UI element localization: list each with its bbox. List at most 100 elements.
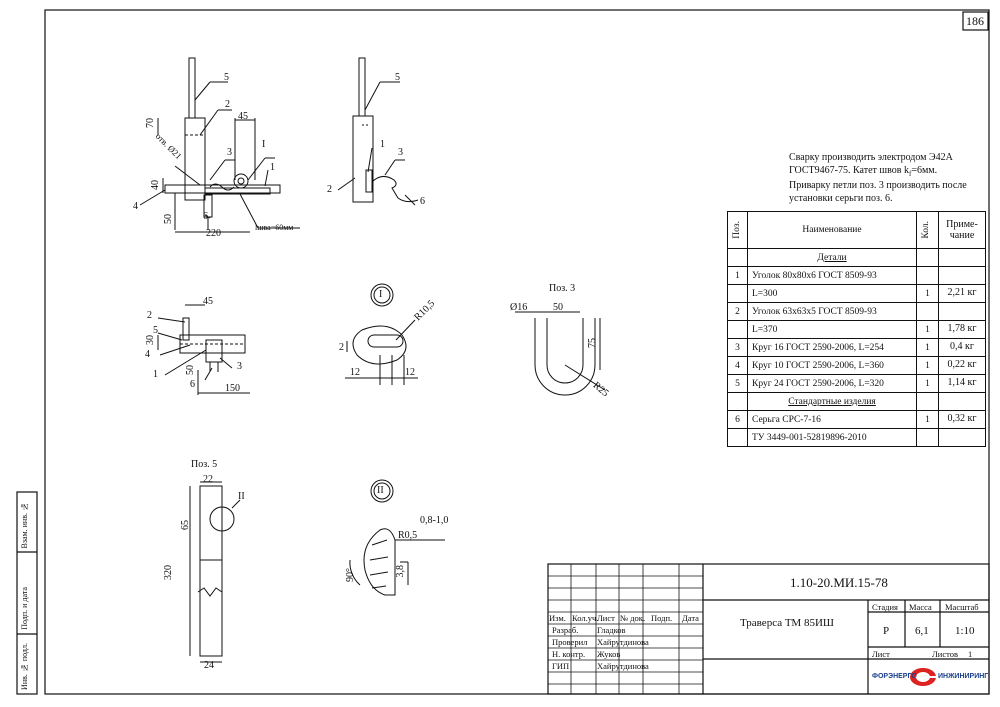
tb-col-header: Подп. xyxy=(651,613,673,623)
part-pos: 4 xyxy=(727,356,748,375)
pos3-drawing xyxy=(515,311,606,396)
v1-pos6: 6 xyxy=(203,211,208,222)
tb-role-label: Разраб. xyxy=(552,625,579,635)
spec-header-row: Поз. Наименование Кол. Приме- чание xyxy=(727,211,986,249)
pos5-dim-24: 24 xyxy=(204,660,214,671)
part-name: L=300 xyxy=(747,284,917,303)
view-assembly-top xyxy=(157,304,250,395)
part-qty: 1 xyxy=(916,284,939,303)
part-note: 2,21 кг xyxy=(938,284,986,303)
pos5-title: Поз. 5 xyxy=(191,459,218,470)
v3-pos5: 5 xyxy=(153,325,158,336)
v2-pos5: 5 xyxy=(395,72,400,83)
part-name: Уголок 80х80х6 ГОСТ 8509-93 xyxy=(747,266,917,285)
weld-length: lшвa=60мм xyxy=(255,223,294,232)
v2-pos3: 3 xyxy=(398,147,403,158)
dim-30: 30 xyxy=(145,335,156,345)
part-pos: 3 xyxy=(727,338,748,357)
section-parts-row: Детали xyxy=(727,248,986,267)
title-block-frame xyxy=(547,563,990,695)
part-pos: 5 xyxy=(727,374,748,393)
pos3-dim-75: 75 xyxy=(587,338,598,348)
detail-II-drawing xyxy=(349,479,445,596)
std-note: 0,32 кг xyxy=(938,410,986,429)
pos3-dim-50: 50 xyxy=(553,302,563,313)
part-qty: 1 xyxy=(916,320,939,339)
stage-label: Стадия xyxy=(872,602,898,612)
v1-pos3: 3 xyxy=(227,147,232,158)
part-qty: 1 xyxy=(916,374,939,393)
tb-role-label: Проверил xyxy=(552,637,588,647)
sheet-number: 186 xyxy=(966,14,984,28)
tb-col-header: Изм. xyxy=(549,613,566,623)
note-line-4: установки серьги поз. 6. xyxy=(789,192,893,204)
v1-pos4: 4 xyxy=(133,201,138,212)
part-pos: 2 xyxy=(727,302,748,321)
std-qty: 1 xyxy=(916,410,939,429)
v3-pos2: 2 xyxy=(147,310,152,321)
sheet-frame xyxy=(44,9,990,695)
v3-pos6: 6 xyxy=(190,379,195,390)
note-line-2: ГОСТ9467-75. Катет швов kf=6мм. xyxy=(789,164,938,178)
specification-table: Поз. Наименование Кол. Приме- чание Дета… xyxy=(727,211,986,447)
detail2-dim-38: 3,8 xyxy=(395,565,406,578)
mass-value: 6,1 xyxy=(915,625,929,637)
detail2-mark: II xyxy=(377,485,384,496)
std-pos xyxy=(727,428,748,447)
v2-pos6: 6 xyxy=(420,196,425,207)
sheets-label: Листов xyxy=(932,649,958,659)
tb-role-person: Хайрутдинова xyxy=(597,637,649,647)
pos3-title: Поз. 3 xyxy=(549,283,576,294)
pos5-dim-65: 65 xyxy=(180,520,191,530)
note-line-3: Приварку петли поз. 3 производить после xyxy=(789,180,967,191)
pos5-dim-320: 320 xyxy=(163,565,174,580)
part-note: 0,4 кг xyxy=(938,338,986,357)
part-note: 1,14 кг xyxy=(938,374,986,393)
tb-col-header: Кол.уч. xyxy=(572,613,599,623)
v3-pos1: 1 xyxy=(153,369,158,380)
dim-50-top: 50 xyxy=(185,365,196,375)
part-pos xyxy=(727,320,748,339)
std-row: ТУ 3449-001-52819896-2010 xyxy=(727,428,986,447)
company-logo xyxy=(910,668,937,686)
stage-value: Р xyxy=(883,625,890,637)
part-note: 0,22 кг xyxy=(938,356,986,375)
tb-role-label: ГИП xyxy=(552,661,570,671)
part-name: L=370 xyxy=(747,320,917,339)
section-std: Стандартные изделия xyxy=(747,392,917,411)
detail1-dim-2: 2 xyxy=(339,342,344,353)
part-qty xyxy=(916,302,939,321)
stamp-inv-replace: Взам. инв. № xyxy=(20,501,29,548)
std-pos: 6 xyxy=(727,410,748,429)
scale-value: 1:10 xyxy=(955,625,975,637)
section-parts: Детали xyxy=(747,248,917,267)
part-name: Круг 24 ГОСТ 2590-2006, L=320 xyxy=(747,374,917,393)
dim-150: 150 xyxy=(225,383,240,394)
v1-detail-mark: I xyxy=(262,139,266,150)
v3-pos3: 3 xyxy=(237,361,242,372)
v3-pos4: 4 xyxy=(145,349,150,360)
std-name: ТУ 3449-001-52819896-2010 xyxy=(747,428,917,447)
part-note xyxy=(938,266,986,285)
sheet-label: Лист xyxy=(872,649,890,659)
stamp-sign-date: Подп. и дата xyxy=(20,587,29,630)
part-note xyxy=(938,302,986,321)
doc-code: 1.10-20.МИ.15-78 xyxy=(790,575,888,590)
part-pos xyxy=(727,284,748,303)
detail1-mark: I xyxy=(379,289,383,300)
part-note: 1,78 кг xyxy=(938,320,986,339)
header-note: Приме- чание xyxy=(938,211,986,249)
v1-pos5: 5 xyxy=(224,72,229,83)
std-qty xyxy=(916,428,939,447)
part-pos: 1 xyxy=(727,266,748,285)
tb-col-header: Дата xyxy=(682,613,699,623)
std-note xyxy=(938,428,986,447)
part-qty xyxy=(916,266,939,285)
v2-pos2: 2 xyxy=(327,184,332,195)
